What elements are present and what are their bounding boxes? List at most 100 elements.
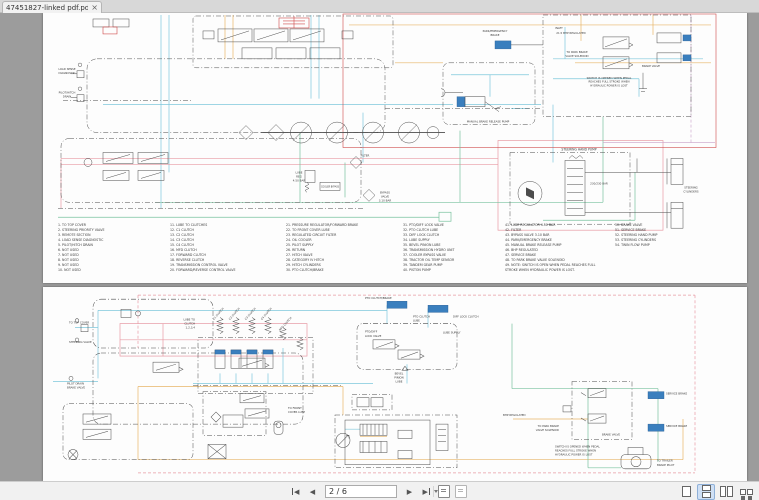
- label-load-sense: LOAD SENSE: [58, 67, 75, 71]
- next-view-button[interactable]: [453, 485, 468, 499]
- facing-view-button[interactable]: [717, 484, 735, 500]
- svg-text:VALVE: VALVE: [381, 194, 390, 198]
- label-steering-cyl: STEERING: [684, 185, 698, 189]
- continuous-view-icon: [701, 485, 711, 498]
- view-mode-group: [677, 483, 755, 500]
- svg-text:VALVE SOLENOID: VALVE SOLENOID: [536, 428, 559, 432]
- svg-text:REACHES FULL STROKE WHEN: REACHES FULL STROKE WHEN: [589, 80, 630, 84]
- label-steering-pump: STEERING HAND PUMP: [561, 147, 596, 151]
- document-tab[interactable]: 47451827-linked pdf.pdf ×: [2, 1, 102, 13]
- svg-text:4.50 BAR: 4.50 BAR: [293, 178, 306, 182]
- svg-text:HYDRAULIC POWER IS LOST: HYDRAULIC POWER IS LOST: [590, 84, 628, 88]
- label-cooler-bypass: COOLER BYPASS: [321, 185, 340, 188]
- label-pto-brake: PTO CLUTCH/BRAKE: [365, 296, 392, 300]
- page-navigation: ◀ ◀ ▶ ▶: [288, 484, 468, 499]
- legend-column-1: 1. TO TOP COVER 2. STEERING PRIORITY VAL…: [58, 223, 105, 272]
- svg-text:BRAKE: BRAKE: [491, 33, 500, 37]
- label-steering-valve: STEERING VALVE: [69, 340, 92, 344]
- legend-column-6: 50. BRAKE VALVE 51. SERVICE BRAKE 52. ST…: [615, 223, 658, 247]
- label-switch-note-2: SWITCH IS OPENED WHEN PEDAL: [555, 444, 600, 448]
- bottom-toolbar: ◀ ◀ ▶ ▶: [0, 481, 759, 500]
- svg-text:CLUTCH: CLUTCH: [184, 322, 195, 326]
- svg-text:VALVE SOLENOID: VALVE SOLENOID: [565, 54, 588, 58]
- label-lube-reg: LUBE: [296, 170, 303, 174]
- previous-page-button[interactable]: ◀: [305, 485, 320, 499]
- legend-column-5: 41. LUBE REGULATOR 4.50 BAR 42. FILTER 4…: [505, 223, 596, 272]
- label-steering-bar: 230/230 BAR: [590, 181, 608, 185]
- svg-text:COVER LUBE: COVER LUBE: [288, 410, 305, 414]
- legend-column-2: 11. LUBE TO CLUTCHES 12. C1 CLUTCH 13. C…: [170, 223, 236, 272]
- first-page-icon: ◀: [294, 487, 300, 496]
- facing-continuous-view-icon: [739, 488, 753, 495]
- svg-text:HYDRAULIC POWER IS LOST: HYDRAULIC POWER IS LOST: [555, 453, 593, 457]
- last-page-button[interactable]: ▶: [419, 485, 434, 499]
- last-page-icon: ▶: [422, 487, 428, 496]
- viewer-canvas[interactable]: LOAD SENSE DIAGNOSTIC PILOT/HITCH DRAIN …: [0, 13, 759, 481]
- next-view-icon: [454, 485, 467, 498]
- label-diff-clutch: DIFF LOCK CLUTCH: [453, 314, 479, 318]
- label-pilot-drain-2: PILOT DRAIN: [67, 381, 84, 385]
- tab-close-icon[interactable]: ×: [91, 2, 98, 12]
- label-inlet-reg: 21.5 BHP REGULATED: [556, 31, 585, 35]
- label-inlet: INLET: [555, 26, 563, 30]
- page2-schematic: TO TOP COVER STEERING VALVE PILOT DRAIN …: [53, 294, 696, 474]
- svg-text:CYLINDERS: CYLINDERS: [683, 189, 698, 193]
- label-switch-note: SWITCH IS OPENED WHEN PEDAL: [587, 76, 632, 80]
- label-to-park-solenoid: TO PARK BRAKE: [565, 50, 588, 54]
- svg-text:1,2,3,4: 1,2,3,4: [186, 326, 196, 330]
- tab-title: 47451827-linked pdf.pdf: [6, 3, 89, 12]
- label-trailer: TO TRAILER: [656, 459, 673, 463]
- next-page-icon: ▶: [406, 487, 413, 496]
- pdf-page-2: TO TOP COVER STEERING VALVE PILOT DRAIN …: [43, 287, 747, 481]
- svg-text:LUBE: LUBE: [413, 319, 420, 323]
- svg-text:DIAGNOSTIC: DIAGNOSTIC: [59, 71, 76, 75]
- page1-schematic: LOAD SENSE DIAGNOSTIC PILOT/HITCH DRAIN …: [58, 13, 717, 231]
- label-service-brake-2: SERVICE BRAKE: [666, 424, 687, 428]
- label-c3-clutch: C3 CLUTCH: [244, 307, 257, 321]
- label-pto-lube: PTO CLUTCH: [413, 314, 430, 318]
- label-bhp: BHP REGULATED: [503, 413, 526, 417]
- legend-column-4: 31. PTO/DIFF LOCK VALVE 32. PTO CLUTCH L…: [403, 223, 455, 272]
- label-pilot-drain: PILOT/HITCH: [59, 91, 76, 95]
- label-bypass: BYPASS: [380, 190, 390, 194]
- svg-text:REG: REG: [296, 174, 302, 178]
- facing-view-icon: [719, 486, 733, 497]
- label-c1-clutch: C1 CLUTCH: [212, 307, 225, 321]
- label-brake-valve: BRAKE VALVE: [642, 64, 660, 68]
- label-bevel: BEVEL: [395, 371, 404, 375]
- label-service-brake-1: SERVICE BRAKE: [666, 392, 687, 396]
- svg-text:BRAKE VALVE: BRAKE VALVE: [67, 386, 85, 390]
- first-page-button[interactable]: ◀: [288, 485, 303, 499]
- page-number-input[interactable]: [326, 486, 433, 497]
- label-pto-valve: PTO/DIFF: [365, 330, 378, 334]
- label-brake-valve-2: BRAKE VALVE: [602, 432, 620, 436]
- previous-page-icon: ◀: [309, 487, 316, 496]
- svg-text:REACHES FULL STROKE WHEN: REACHES FULL STROKE WHEN: [555, 449, 596, 453]
- pdf-page-1: LOAD SENSE DIAGNOSTIC PILOT/HITCH DRAIN …: [43, 13, 747, 283]
- svg-text:DRAIN: DRAIN: [63, 95, 72, 99]
- label-park-brake: PARK/EMERGENCY: [483, 29, 508, 33]
- tab-bar: 47451827-linked pdf.pdf ×: [0, 0, 759, 13]
- svg-text:3.10 BAR: 3.10 BAR: [379, 198, 392, 202]
- previous-view-icon: [437, 485, 450, 498]
- continuous-view-button[interactable]: [697, 483, 715, 500]
- legend-column-3: 21. PRESSURE REGULATOR/FORWARD BRAKE 22.…: [286, 223, 359, 272]
- label-c2-clutch: C2 CLUTCH: [228, 307, 241, 321]
- label-filter: FILTER: [361, 153, 370, 157]
- label-c4-clutch: C4 CLUTCH: [260, 307, 273, 321]
- svg-text:BRAKE PILOT: BRAKE PILOT: [657, 463, 675, 467]
- label-to-top-cover: TO TOP COVER: [68, 321, 89, 325]
- label-front-cover: TO FRONT: [287, 406, 302, 410]
- single-page-icon: [681, 486, 691, 497]
- single-page-view-button[interactable]: [677, 484, 695, 500]
- previous-view-button[interactable]: [436, 485, 451, 499]
- svg-text:LOCK VALVE: LOCK VALVE: [365, 334, 382, 338]
- label-manual-pump: MANUAL BRAKE RELEASE PUMP: [467, 120, 510, 124]
- next-page-button[interactable]: ▶: [402, 485, 417, 499]
- page-indicator-box: [325, 485, 434, 498]
- label-lube-supply: LUBE SUPPLY: [443, 331, 461, 335]
- label-to-park-solenoid-2: TO PARK BRAKE: [537, 424, 560, 428]
- svg-text:PINION: PINION: [394, 375, 403, 379]
- facing-continuous-view-button[interactable]: [737, 484, 755, 500]
- label-lube-to-clutch: LUBE TO: [183, 317, 195, 321]
